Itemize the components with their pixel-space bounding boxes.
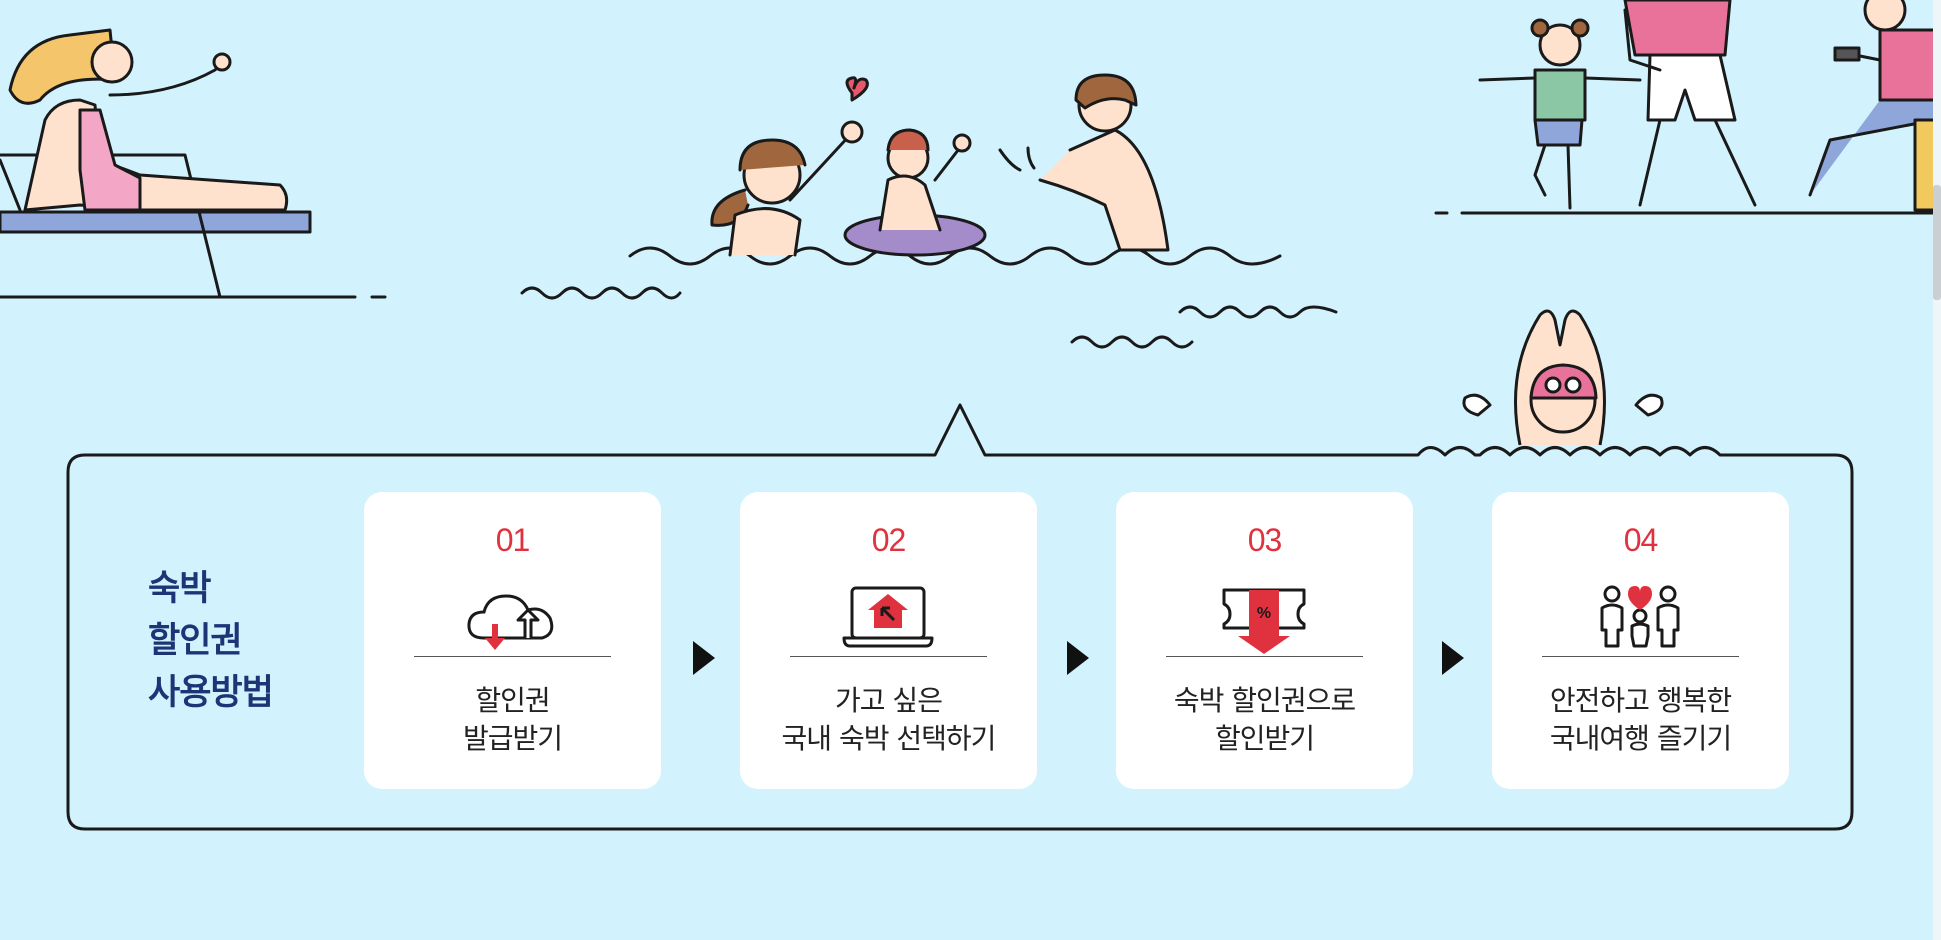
next-step-arrow-icon (693, 641, 715, 675)
discount-ticket-icon: % (1222, 588, 1306, 654)
family-standing-illustration (1434, 0, 1941, 215)
step-description: 안전하고 행복한 국내여행 즐기기 (1492, 682, 1789, 758)
guide-title-line-2: 할인권 (148, 621, 243, 661)
scrollbar-track[interactable] (1933, 0, 1941, 940)
step-line: 국내 숙박 선택하기 (781, 722, 997, 755)
sunbathing-woman-illustration (0, 28, 387, 299)
step-card-2: 02 가고 싶은 국내 숙박 선택하기 (740, 492, 1037, 789)
step-number: 03 (1247, 522, 1283, 558)
family-swimming-illustration (520, 73, 1338, 349)
guide-title-line-1: 숙박 (148, 569, 211, 609)
scrollbar-thumb[interactable] (1933, 185, 1941, 300)
next-step-arrow-icon (1067, 641, 1089, 675)
step-description: 가고 싶은 국내 숙박 선택하기 (740, 682, 1037, 758)
svg-text:%: % (1257, 605, 1271, 622)
step-line: 할인받기 (1214, 722, 1315, 755)
family-heart-icon (1600, 585, 1680, 648)
step-divider (1542, 656, 1739, 657)
guide-title: 숙박 할인권 사용방법 (148, 563, 318, 719)
step-number: 02 (871, 522, 907, 558)
step-line: 국내여행 즐기기 (1549, 722, 1732, 755)
step-number: 01 (495, 522, 531, 558)
swimmer-illustration (1462, 309, 1664, 446)
step-card-4: 04 안전하고 행복한 국내여행 즐기기 (1492, 492, 1789, 789)
cloud-download-icon (467, 594, 554, 650)
step-divider (790, 656, 987, 657)
step-line: 숙박 할인권으로 (1173, 684, 1356, 717)
laptop-house-icon (842, 586, 934, 648)
step-line: 할인권 (475, 684, 550, 717)
next-step-arrow-icon (1442, 641, 1464, 675)
step-divider (1166, 656, 1363, 657)
step-line: 가고 싶은 (835, 684, 943, 717)
step-divider (414, 656, 611, 657)
guide-title-line-3: 사용방법 (148, 673, 274, 713)
step-line: 안전하고 행복한 (1549, 684, 1732, 717)
step-card-1: 01 할인권 발급받기 (364, 492, 661, 789)
step-description: 숙박 할인권으로 할인받기 (1116, 682, 1413, 758)
guide-box-frame (66, 309, 1854, 831)
step-description: 할인권 발급받기 (364, 682, 661, 758)
step-number: 04 (1623, 522, 1659, 558)
step-card-3: 03 % 숙박 할인권으로 할인받기 (1116, 492, 1413, 789)
step-line: 발급받기 (462, 722, 563, 755)
